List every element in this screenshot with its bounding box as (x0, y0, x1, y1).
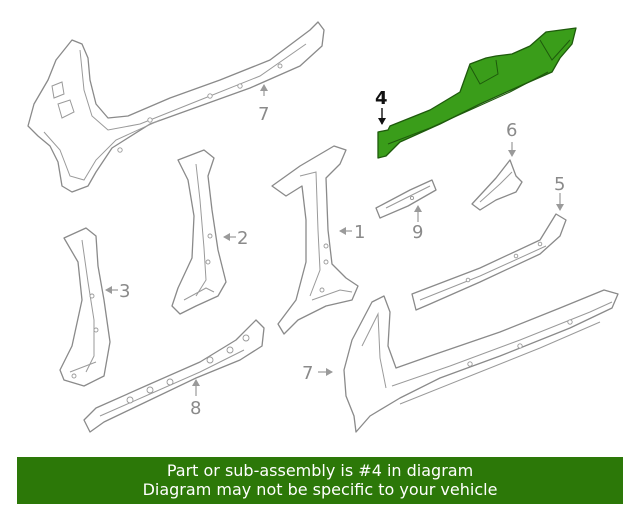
callout-8: 8 (190, 398, 201, 419)
info-banner: Part or sub-assembly is #4 in diagram Di… (17, 457, 623, 504)
part-7-body-side-outer[interactable] (343, 289, 619, 433)
banner-line-2: Diagram may not be specific to your vehi… (142, 480, 498, 499)
callout-7-lower: 7 (302, 363, 313, 384)
callout-4: 4 (375, 88, 388, 109)
part-1-b-pillar-outer[interactable] (271, 145, 359, 335)
callout-5: 5 (554, 174, 565, 195)
callout-1: 1 (354, 222, 365, 243)
callout-2: 2 (237, 228, 248, 249)
callout-6: 6 (506, 120, 517, 141)
parts-diagram: 7 2 1 3 8 (27, 21, 619, 433)
part-5-inner-sill[interactable] (411, 213, 567, 311)
callout-7-upper: 7 (258, 104, 269, 125)
part-9-bracket[interactable] (375, 179, 437, 219)
callout-3: 3 (119, 281, 130, 302)
callout-9: 9 (412, 222, 423, 243)
part-8-sill-reinforcement[interactable] (83, 319, 265, 433)
part-7-roof-rail[interactable] (27, 21, 325, 193)
part-3-a-pillar-reinforcement[interactable] (59, 227, 111, 387)
part-4-sill-panel-highlighted[interactable] (377, 27, 577, 159)
part-6-bracket[interactable] (471, 159, 523, 211)
banner-line-1: Part or sub-assembly is #4 in diagram (166, 461, 474, 480)
part-2-b-pillar-inner[interactable] (171, 149, 227, 315)
